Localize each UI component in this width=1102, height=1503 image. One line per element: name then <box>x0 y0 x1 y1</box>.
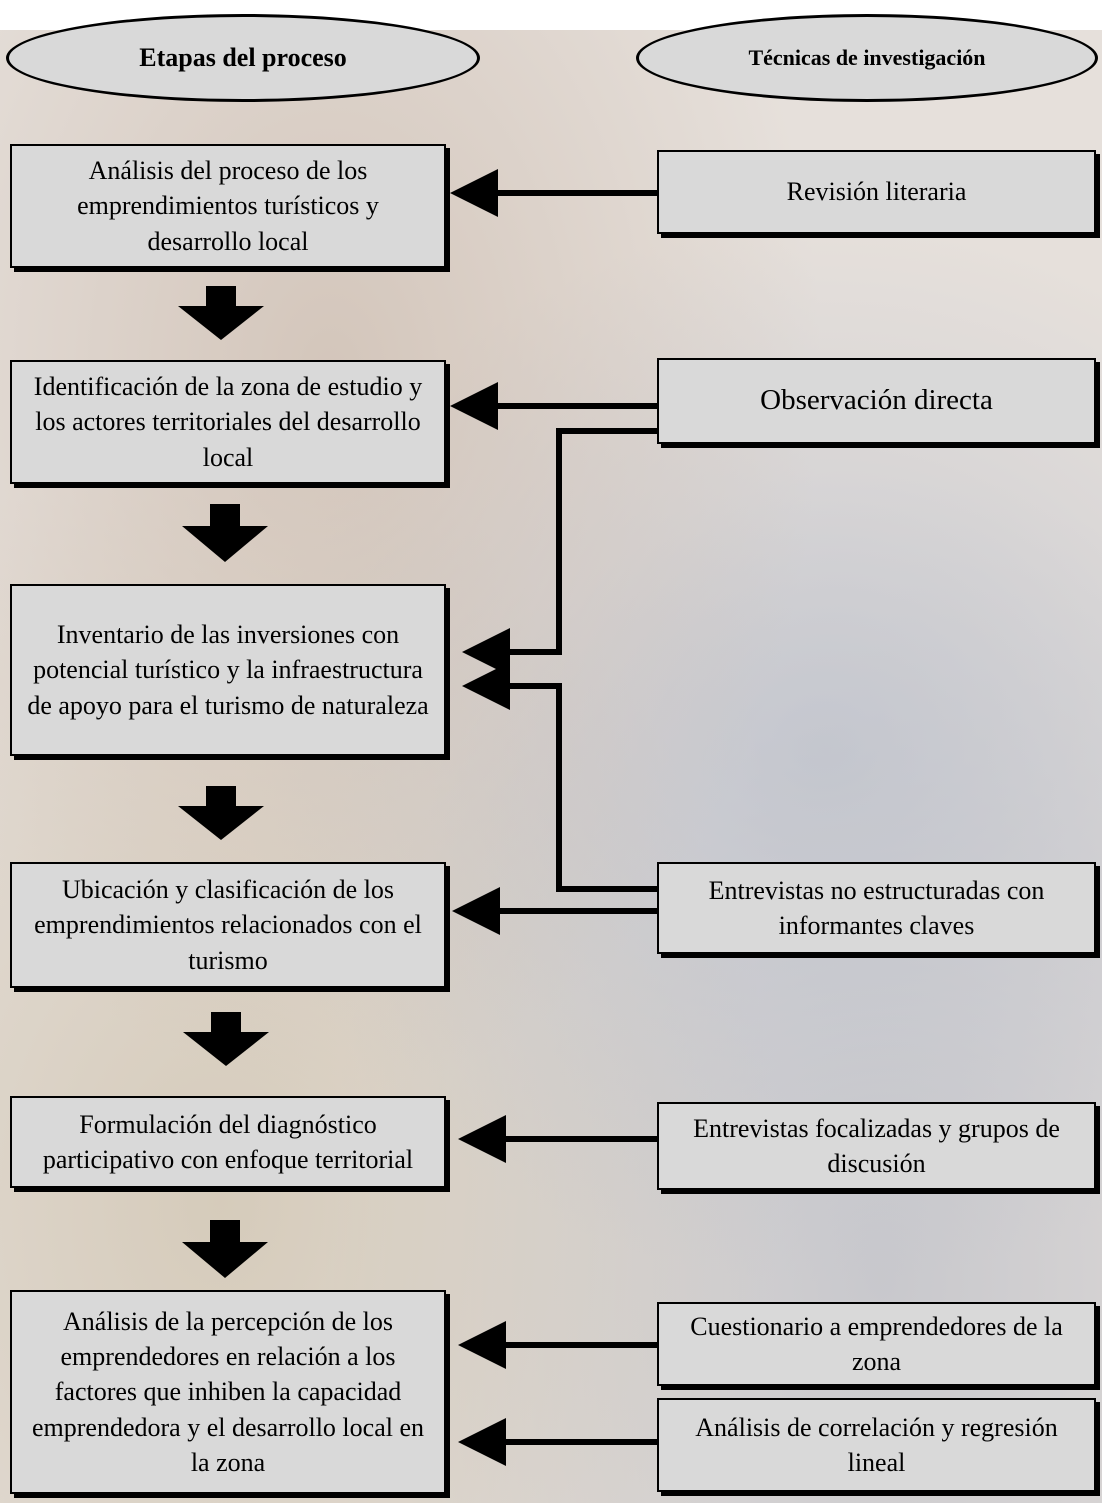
down-arrow-2 <box>182 504 268 562</box>
stage-label-1: Análisis del proceso de los emprendimien… <box>77 156 379 256</box>
technique-box-4: Entrevistas focalizadas y grupos de disc… <box>657 1102 1096 1190</box>
stage-box-6: Análisis de la percepción de los emprend… <box>10 1290 446 1494</box>
stage-box-2: Identificación de la zona de estudio y l… <box>10 360 446 484</box>
technique-label-2: Observación directa <box>760 384 993 417</box>
stage-box-4: Ubicación y clasificación de los emprend… <box>10 862 446 988</box>
technique-box-1: Revisión literaria <box>657 150 1096 234</box>
stage-box-3: Inventario de las inversiones con potenc… <box>10 584 446 756</box>
connector-entrevistas-to-stage3 <box>462 662 657 892</box>
technique-label-4: Entrevistas focalizadas y grupos de disc… <box>693 1113 1060 1178</box>
stage-box-5: Formulación del diagnóstico participativ… <box>10 1096 446 1188</box>
stages-header-label: Etapas del proceso <box>139 43 347 72</box>
technique-box-5: Cuestionario a emprendedores de la zona <box>657 1302 1096 1386</box>
technique-label-5: Cuestionario a emprendedores de la zona <box>690 1311 1063 1376</box>
stage-label-2: Identificación de la zona de estudio y l… <box>33 372 423 472</box>
connector-observacion-to-stage3 <box>462 428 657 676</box>
technique-label-6: Análisis de correlación y regresión line… <box>695 1412 1058 1477</box>
stage-label-4: Ubicación y clasificación de los emprend… <box>34 875 422 975</box>
technique-box-3: Entrevistas no estructuradas con informa… <box>657 862 1096 954</box>
technique-label-1: Revisión literaria <box>786 177 967 207</box>
down-arrow-3 <box>178 786 264 840</box>
down-arrow-5 <box>182 1220 268 1278</box>
techniques-header-label: Técnicas de investigación <box>748 45 986 70</box>
stages-header: Etapas del proceso <box>6 14 480 102</box>
stage-label-3: Inventario de las inversiones con potenc… <box>27 620 429 720</box>
technique-label-3: Entrevistas no estructuradas con informa… <box>708 875 1045 940</box>
techniques-header: Técnicas de investigación <box>636 14 1098 102</box>
technique-box-6: Análisis de correlación y regresión line… <box>657 1398 1096 1492</box>
down-arrow-4 <box>183 1012 269 1066</box>
down-arrow-1 <box>178 286 264 340</box>
stage-label-5: Formulación del diagnóstico participativ… <box>42 1109 414 1174</box>
stage-label-6: Análisis de la percepción de los emprend… <box>32 1307 424 1477</box>
stage-box-1: Análisis del proceso de los emprendimien… <box>10 144 446 268</box>
technique-box-2: Observación directa <box>657 358 1096 444</box>
